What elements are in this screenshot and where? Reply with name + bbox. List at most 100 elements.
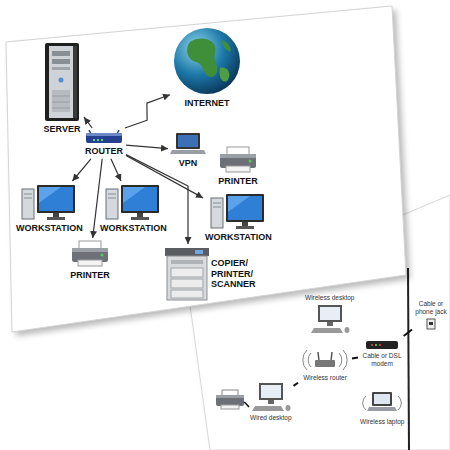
illustration-part (21, 183, 77, 221)
device-label: Wireless router (303, 374, 347, 382)
device-icon (84, 130, 124, 144)
illustration-part (228, 196, 262, 220)
connector-arrow (126, 145, 168, 149)
device-icon (42, 42, 82, 122)
device-icon (360, 390, 404, 416)
illustration-part (59, 78, 64, 83)
illustration-part (371, 344, 373, 346)
illustration-part (22, 189, 34, 219)
illustration-part (171, 279, 203, 288)
illustration-part (53, 213, 59, 217)
illustration-part (259, 383, 283, 400)
illustration-part (52, 59, 70, 64)
phone-jack-node: Cable or phone jack (414, 300, 448, 330)
illustration-part (228, 196, 250, 212)
paper-sheet (6, 6, 406, 332)
illustration-part (176, 133, 200, 149)
device-label: Wireless desktop (305, 294, 355, 302)
illustration-part (213, 207, 221, 208)
illustration-part (72, 248, 108, 252)
device-icon (300, 346, 350, 372)
illustration-part (331, 352, 332, 361)
illustration-part (226, 194, 264, 222)
illustration-part (52, 96, 70, 97)
illustration-part (310, 304, 350, 334)
device-label: WORKSTATION (100, 223, 167, 234)
illustration-part (170, 150, 206, 154)
device-icon (425, 318, 437, 330)
illustration-part (216, 395, 244, 398)
illustration-part (303, 350, 307, 370)
illustration-part (39, 187, 61, 203)
wired-desktop-node: Wired desktop (250, 382, 292, 422)
device-icon (105, 183, 161, 221)
illustration-part (70, 240, 110, 268)
illustration-part (379, 344, 381, 346)
illustration-part (52, 90, 70, 112)
illustration-part (172, 26, 242, 96)
illustration-part (213, 203, 221, 204)
illustration-part (252, 406, 284, 411)
illustration-part (93, 139, 95, 141)
illustration-part (364, 338, 400, 350)
illustration-part (108, 198, 116, 199)
device-label: WORKSTATION (16, 223, 83, 234)
device-label: Wireless laptop (360, 418, 404, 426)
connector-arrow (72, 159, 91, 181)
network-cable (404, 330, 412, 337)
illustration-part (343, 350, 347, 370)
illustration-part (366, 341, 398, 349)
illustration-part (123, 187, 145, 203)
device-icon (251, 382, 291, 412)
device-label: Cable or DSL modem (360, 352, 404, 368)
device-icon (21, 183, 77, 221)
illustration-part (220, 68, 230, 82)
printer-node: PRINTER (218, 146, 258, 187)
printer-node: PRINTER (70, 240, 110, 281)
illustration-part (78, 260, 102, 266)
illustration-part (220, 154, 256, 158)
server-node: SERVER (42, 42, 82, 135)
illustration-part (320, 307, 340, 320)
modem-node: Cable or DSL modem (360, 338, 404, 368)
router-node: ROUTER (84, 130, 124, 157)
device-icon (310, 304, 350, 334)
device-icon (210, 192, 266, 230)
network-cable (294, 383, 299, 386)
illustration-part (374, 394, 390, 404)
device-icon (170, 132, 206, 156)
device-label: Wired desktop (250, 414, 292, 422)
connector-arrow (111, 159, 121, 181)
illustration-part (52, 51, 70, 56)
illustration-part (216, 395, 244, 406)
illustration-part (52, 67, 70, 70)
illustration-part (170, 132, 206, 156)
illustration-part (187, 38, 217, 77)
illustration-part (318, 305, 342, 322)
illustration-part (249, 160, 252, 163)
illustration-part (251, 382, 291, 412)
illustration-part (268, 400, 274, 404)
illustration-part (429, 322, 433, 325)
illustration-part (372, 392, 392, 406)
illustration-part (131, 217, 149, 220)
device-icon (172, 26, 242, 96)
illustration-part (236, 226, 254, 229)
illustration-part (222, 40, 231, 52)
illustration-part (108, 194, 116, 195)
illustration-part (211, 198, 223, 228)
device-label: Cable or phone jack (414, 300, 448, 316)
printer-cable (244, 402, 249, 407)
illustration-part (73, 46, 77, 118)
illustration-part (261, 385, 281, 398)
illustration-part (218, 146, 258, 174)
illustration-part (344, 327, 349, 333)
device-icon (364, 338, 400, 350)
illustration-part (339, 353, 342, 367)
illustration-part (308, 353, 311, 367)
device-icon (70, 240, 110, 268)
illustration-part (52, 108, 70, 109)
illustration-part (315, 360, 335, 367)
illustration-part (42, 42, 82, 122)
illustration-part (363, 396, 366, 410)
